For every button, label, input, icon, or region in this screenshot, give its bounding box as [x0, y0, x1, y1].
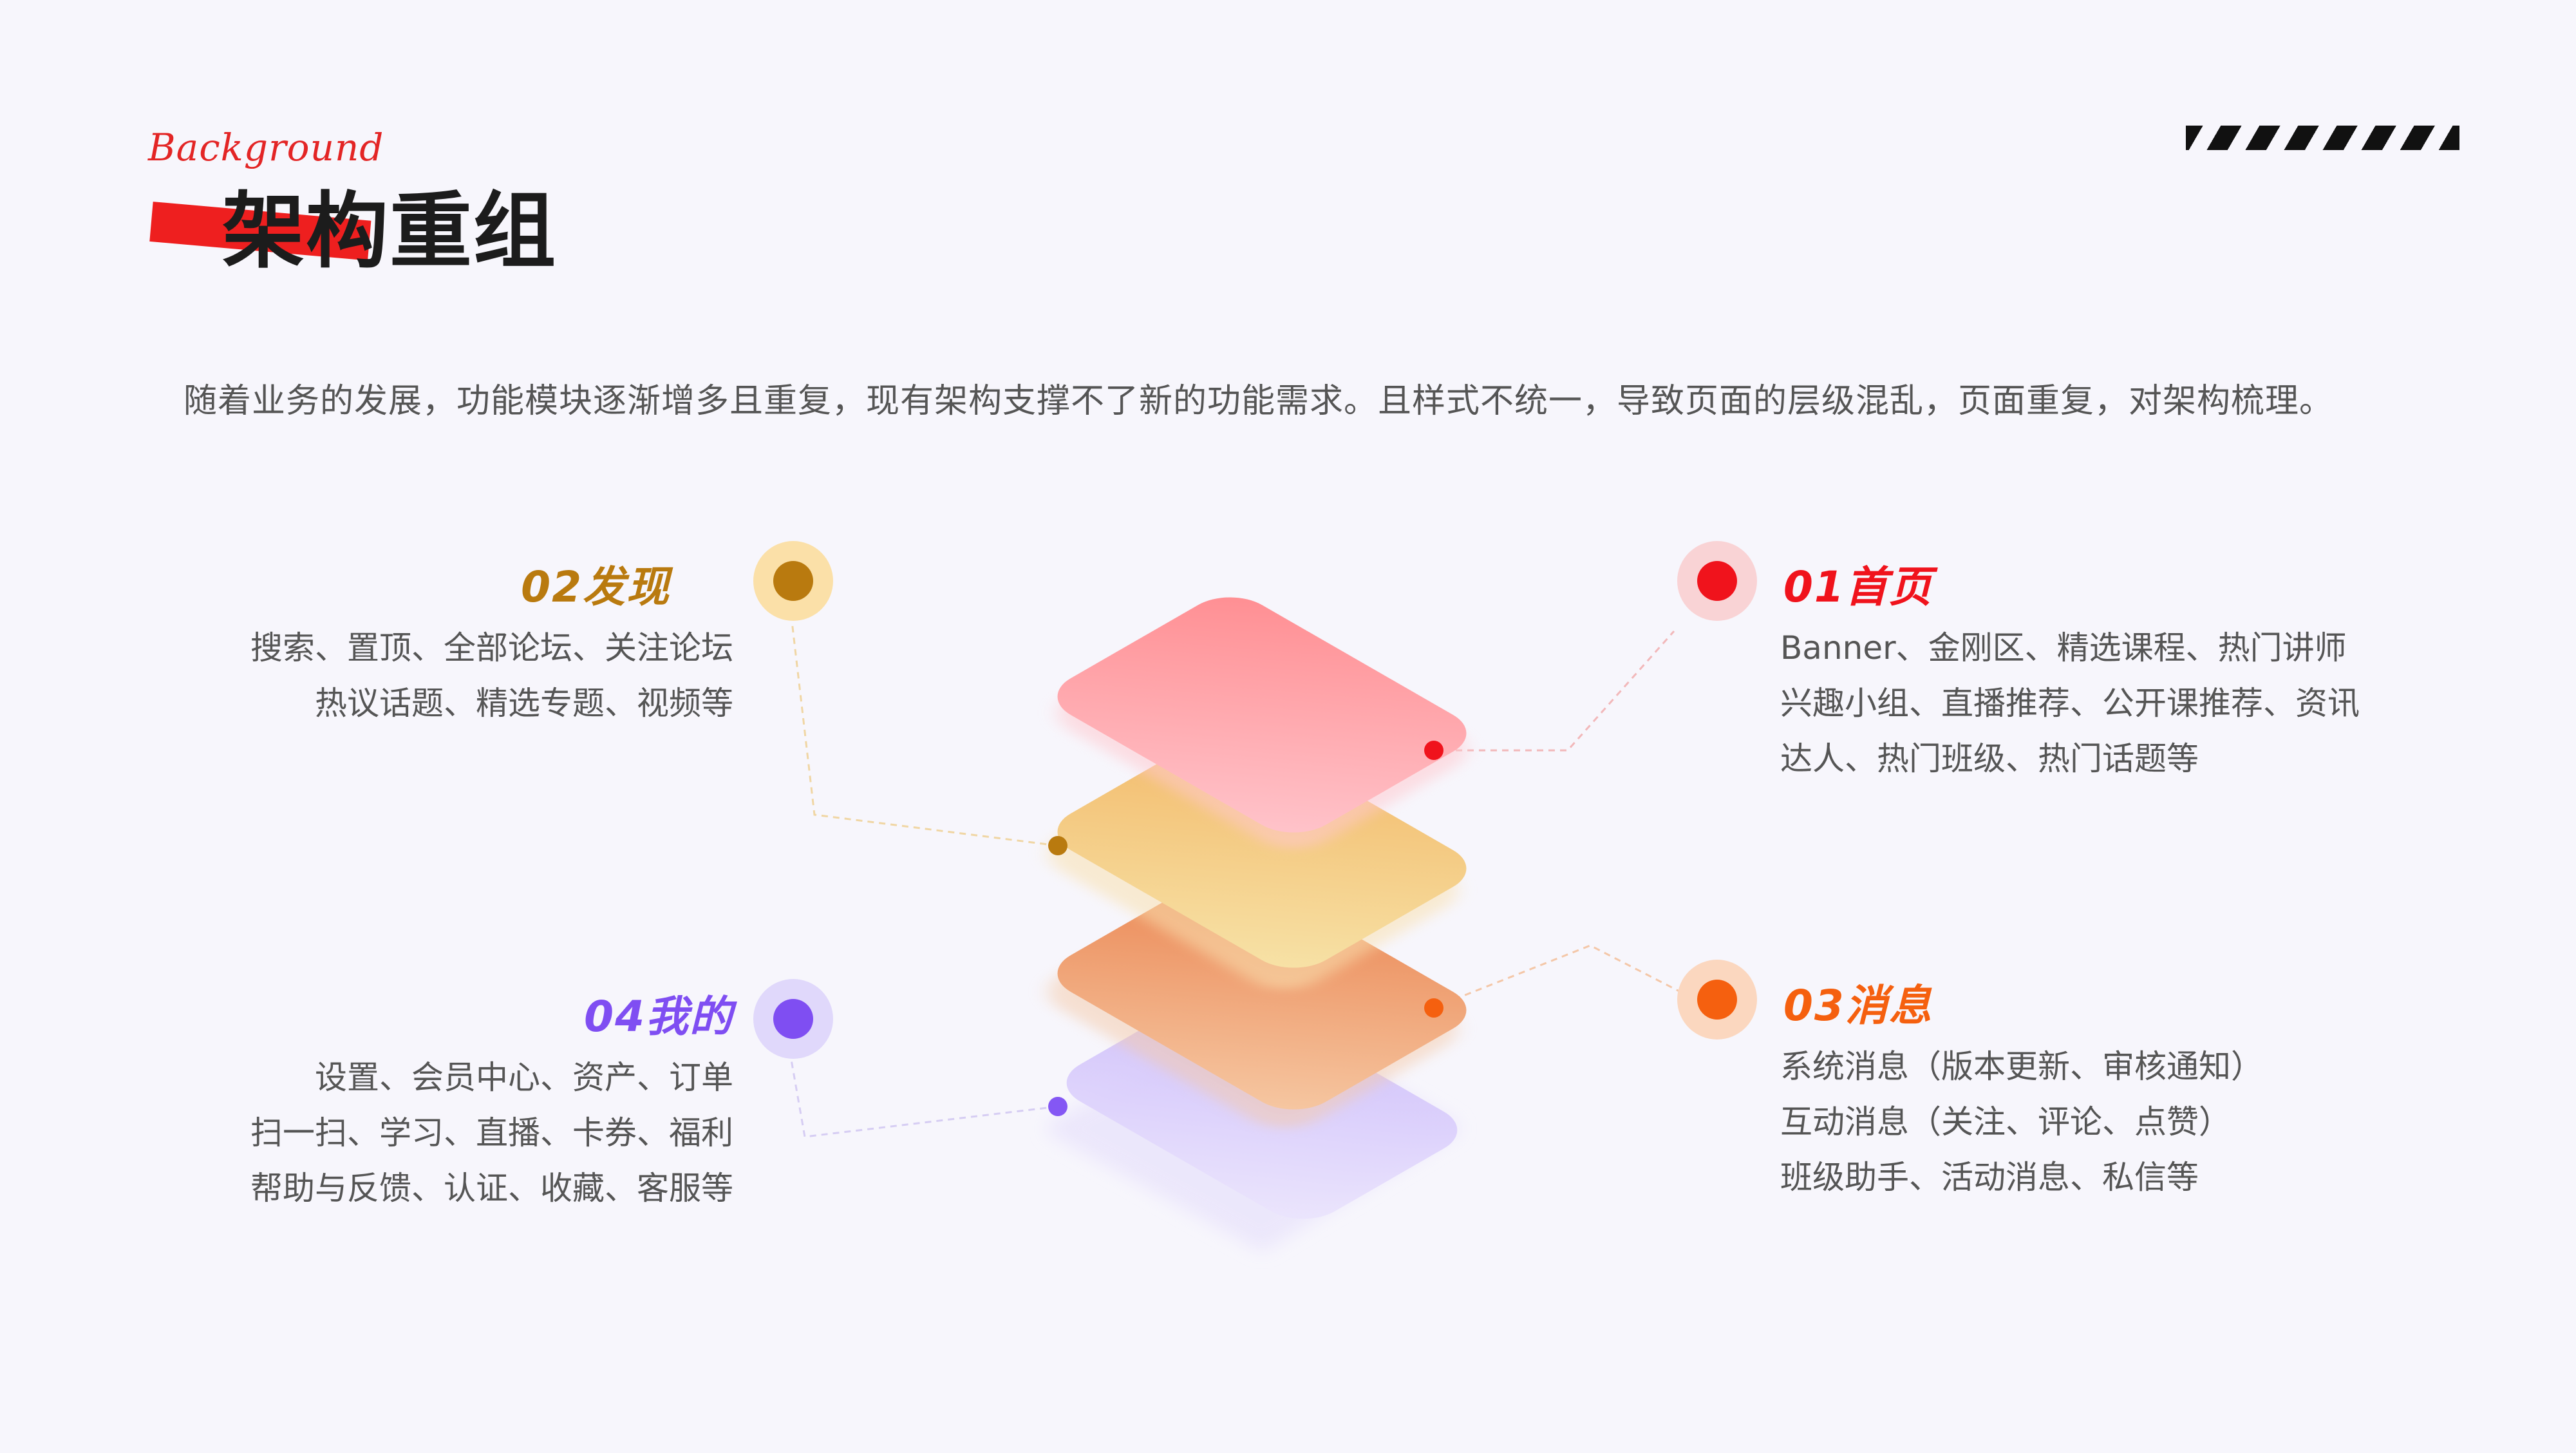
connector-mine [789, 1056, 1058, 1138]
node-discover-dot [773, 561, 813, 601]
node-message-title: 03消息 [1783, 981, 1933, 1030]
layer-discover [1048, 732, 1467, 989]
node-home-description: Banner、金刚区、精选课程、热门讲师 兴趣小组、直播推荐、公开课推荐、资讯 … [1780, 620, 2360, 786]
node-mine-line: 设置、会员中心、资产、订单 [315, 1059, 733, 1096]
node-message-line: 系统消息（版本更新、审核通知） [1780, 1048, 2263, 1085]
layer-home-marker [1424, 741, 1443, 760]
layer-discover-marker [1048, 836, 1067, 855]
node-mine-line: 扫一扫、学习、直播、卡券、福利 [250, 1114, 733, 1152]
layer-message-marker [1424, 998, 1443, 1018]
node-home-line: Banner、金刚区、精选课程、热门讲师 [1780, 629, 2347, 667]
node-mine-halo [753, 979, 833, 1059]
node-message-description: 系统消息（版本更新、审核通知） 互动消息（关注、评论、点赞） 班级助手、活动消息… [1780, 1039, 2263, 1205]
node-discover-line: 搜索、置顶、全部论坛、关注论坛 [250, 629, 733, 667]
connector-message [1432, 944, 1681, 1009]
intro-text: 随着业务的发展，功能模块逐渐增多且重复，现有架构支撑不了新的功能需求。且样式不统… [183, 382, 2334, 421]
title-block: 架构重组 Background [148, 126, 599, 280]
node-discover-halo [753, 541, 833, 621]
node-mine-line: 帮助与反馈、认证、收藏、客服等 [250, 1170, 733, 1207]
node-home-line: 兴趣小组、直播推荐、公开课推荐、资讯 [1780, 685, 2360, 722]
page-title: 架构重组 [222, 184, 558, 280]
node-home-dot [1697, 561, 1737, 601]
node-mine-description: 设置、会员中心、资产、订单 扫一扫、学习、直播、卡券、福利 帮助与反馈、认证、收… [250, 1050, 733, 1216]
layer-message [1048, 874, 1467, 1128]
connector-discover [791, 621, 1058, 847]
node-discover-description: 搜索、置顶、全部论坛、关注论坛 热议话题、精选专题、视频等 [250, 620, 733, 731]
layer-mine-marker [1048, 1097, 1067, 1116]
title-english: Background [148, 126, 384, 169]
node-message-dot [1697, 980, 1737, 1020]
layer-home [1057, 597, 1467, 849]
node-home-title: 01首页 [1783, 562, 1933, 612]
node-home-line: 达人、热门班级、热门话题等 [1780, 740, 2199, 777]
node-mine-dot [773, 999, 813, 1039]
node-discover-line: 热议话题、精选专题、视频等 [315, 685, 733, 722]
node-message-halo [1677, 960, 1757, 1040]
node-home-halo [1677, 541, 1757, 621]
node-discover-title: 02发现 [521, 562, 670, 612]
stripe-decoration [2186, 126, 2459, 150]
node-mine-title: 04我的 [584, 992, 733, 1041]
node-message-line: 班级助手、活动消息、私信等 [1780, 1159, 2199, 1196]
node-message-line: 互动消息（关注、评论、点赞） [1780, 1103, 2231, 1141]
connector-home [1433, 631, 1675, 752]
